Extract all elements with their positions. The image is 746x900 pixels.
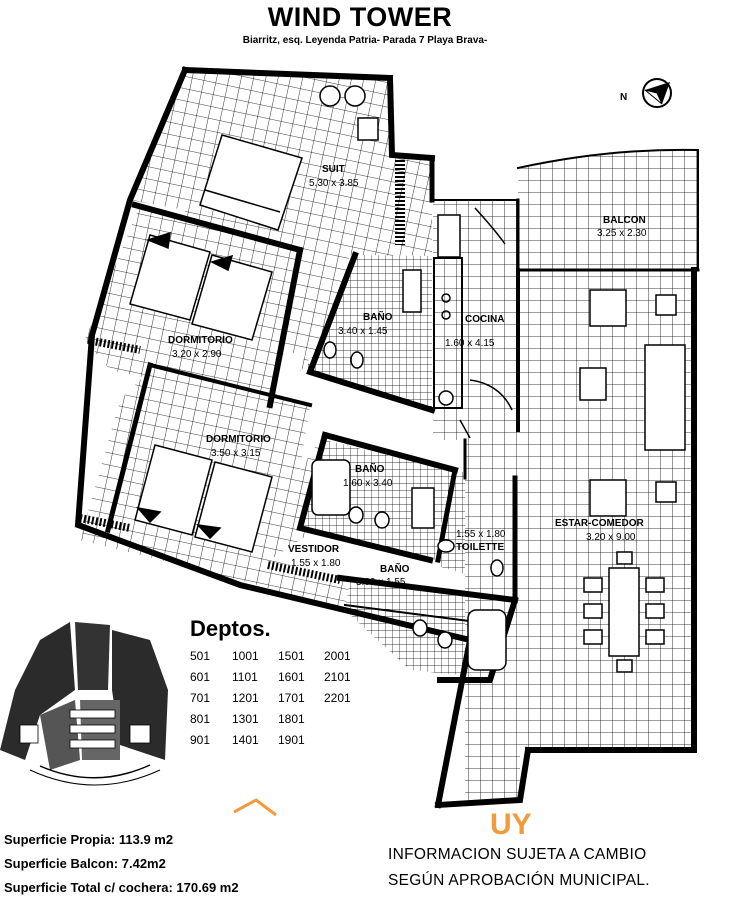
compass-icon (642, 78, 672, 108)
vestidor-dims: 1.55 x 1.80 (291, 558, 341, 569)
estar-dims: 3.20 x 9.00 (586, 532, 636, 543)
estar-name: ESTAR-COMEDOR (555, 518, 644, 529)
depto-cell (324, 711, 370, 727)
superficie-total: Superficie Total c/ cochera: 170.69 m2 (4, 880, 239, 895)
toilette-dims: 1.55 x 1.80 (456, 529, 506, 540)
depto-cell: 601 (190, 670, 211, 684)
dormitorio1-name: DORMITORIO (168, 335, 233, 346)
dormitorio1-dims: 3.20 x 2.90 (172, 349, 222, 360)
furniture (79, 85, 686, 673)
depto-cell: 701 (190, 691, 211, 705)
depto-cell: 1301 (232, 712, 259, 726)
toilette-name: TOILETTE (456, 542, 504, 553)
cocina-name: COCINA (465, 314, 504, 325)
bano2-dims: 1.60 x 3.40 (343, 478, 393, 489)
dormitorio2-name: DORMITORIO (206, 434, 271, 445)
depto-cell: 901 (190, 733, 211, 747)
depto-cell: 1501 (278, 649, 305, 663)
depto-cell: 501 (190, 649, 211, 663)
depto-cell: 1201 (232, 691, 259, 705)
depto-cell: 2001 (324, 649, 351, 663)
depto-cell: 1801 (278, 712, 305, 726)
depto-cell (324, 732, 370, 748)
watermark-uy: UY (490, 808, 532, 841)
dormitorio2-dims: 3.50 x 3.15 (211, 448, 261, 459)
bano1-floor (305, 255, 432, 410)
depto-cell: 2201 (324, 691, 351, 705)
superficie-propia: Superficie Propia: 113.9 m2 (4, 832, 174, 847)
deptos-table: 501 1001 1501 2001 601 1101 1601 2101 70… (190, 648, 370, 748)
bano2-name: BAÑO (355, 462, 385, 475)
superficie-balcon: Superficie Balcon: 7.42m2 (4, 856, 166, 871)
depto-cell: 801 (190, 712, 211, 726)
suit-dims: 5.30 x 3.85 (309, 178, 359, 189)
cocina-dims: 1.60 x 4.15 (445, 338, 495, 349)
north-label: N (620, 92, 628, 103)
logo-roof-icon (233, 798, 277, 817)
depto-cell: 1901 (278, 733, 305, 747)
bano1-name: BAÑO (363, 310, 393, 323)
suit-name: SUIT (322, 164, 345, 175)
bano3-dims: 3.00 x 1.55 (356, 577, 406, 588)
bano1-dims: 3.40 x 1.45 (338, 326, 388, 337)
depto-cell: 1601 (278, 670, 305, 684)
deptos-title: Deptos. (190, 616, 271, 641)
depto-cell: 1001 (232, 649, 259, 663)
address-subtitle: Biarritz, esq. Leyenda Patria- Parada 7 … (242, 35, 488, 46)
room-labels: SUIT 5.30 x 3.85 BALCON 3.25 x 2.30 BAÑO… (168, 164, 647, 588)
depto-cell: 1101 (232, 670, 258, 684)
depto-cell: 1701 (278, 691, 305, 705)
bano3-name: BAÑO (380, 562, 410, 575)
notice-line1: INFORMACION SUJETA A CAMBIO (388, 846, 647, 863)
building-keyplan (0, 622, 168, 786)
balcon-floor (518, 149, 698, 270)
depto-cell: 2101 (324, 670, 351, 684)
vestidor-name: VESTIDOR (288, 544, 340, 555)
notice-line2: SEGÚN APROBACIÓN MUNICIPAL. (388, 872, 650, 889)
page-title: WIND TOWER (267, 2, 453, 32)
balcon-name: BALCON (603, 215, 646, 226)
walls (74, 66, 700, 809)
balcon-dims: 3.25 x 2.30 (597, 228, 647, 239)
depto-cell: 1401 (232, 733, 259, 747)
